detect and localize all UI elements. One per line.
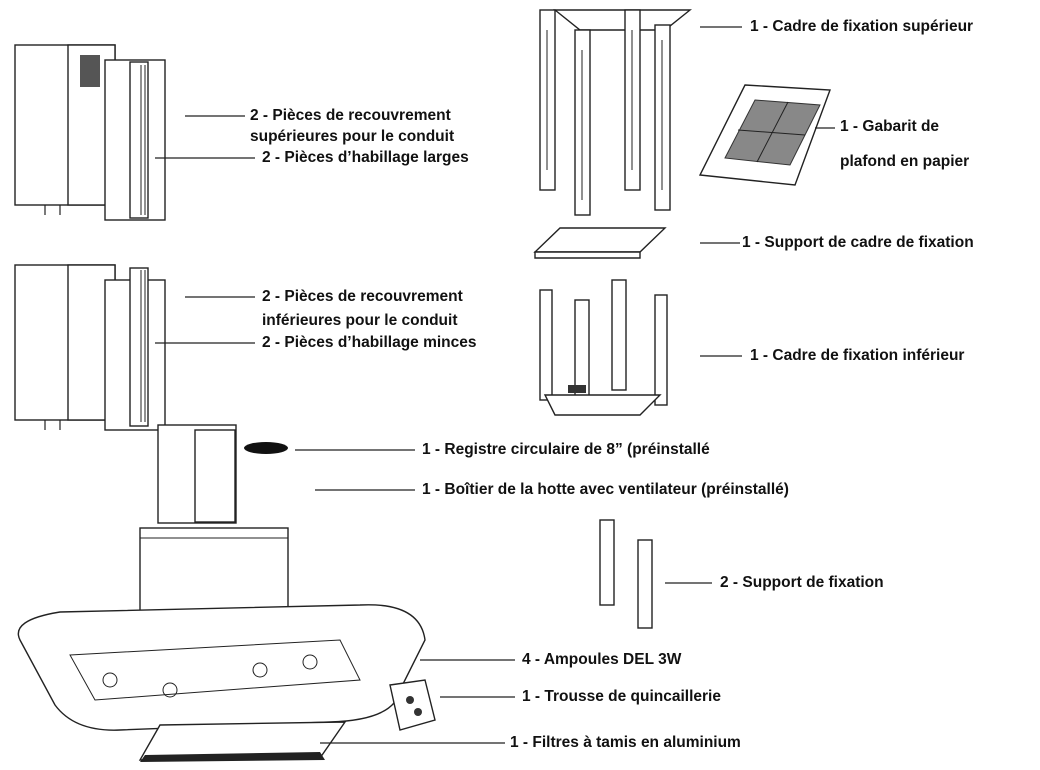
label-mesh-filters: 1 - Filtres à tamis en aluminium [510,732,741,754]
paper-template-drawing [700,85,830,185]
mount-bracket-drawing [600,520,652,628]
round-damper-drawing [244,442,288,454]
upper-duct-cover-drawing [15,45,165,220]
upper-frame-drawing [540,10,690,215]
label-paper-template-line1: 1 - Gabarit de [840,116,939,138]
label-lower-cover-line1: 2 - Pièces de recouvrement [262,286,463,308]
label-hood-body: 1 - Boîtier de la hotte avec ventilateur… [422,479,789,501]
label-upper-mount-frame: 1 - Cadre de fixation supérieur [750,16,973,38]
label-lower-mount-frame: 1 - Cadre de fixation inférieur [750,345,964,367]
lower-duct-cover-drawing [15,265,165,430]
label-hardware-kit: 1 - Trousse de quincaillerie [522,686,721,708]
label-wide-trim: 2 - Pièces d’habillage larges [262,147,469,169]
label-frame-support: 1 - Support de cadre de fixation [742,232,974,254]
frame-support-drawing [535,228,665,258]
label-paper-template-line2: plafond en papier [840,151,969,173]
lower-frame-drawing [540,280,667,415]
label-round-damper: 1 - Registre circulaire de 8” (préinstal… [422,439,710,461]
label-lower-cover-line2: inférieures pour le conduit [262,310,458,332]
hood-body-drawing [18,425,425,730]
label-thin-trim: 2 - Pièces d’habillage minces [262,332,477,354]
mesh-filter-drawing [140,722,345,762]
hardware-kit-drawing [390,680,435,730]
label-upper-cover-line2: supérieures pour le conduit [250,126,454,148]
label-mount-bracket: 2 - Support de fixation [720,572,884,594]
label-upper-cover-line1: 2 - Pièces de recouvrement [250,105,451,127]
label-led-bulbs: 4 - Ampoules DEL 3W [522,649,681,671]
